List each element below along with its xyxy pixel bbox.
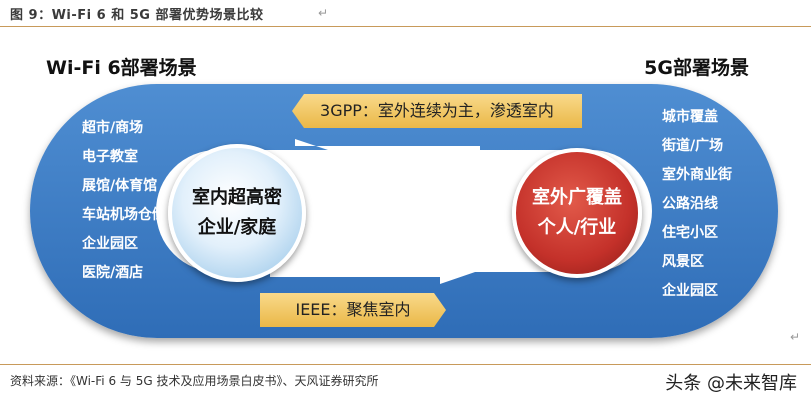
list-item: 街道/广场 (662, 138, 724, 154)
return-mark-icon: ↵ (790, 330, 801, 344)
5g-circle: 室外广覆盖 个人/行业 (512, 148, 642, 278)
caption-divider (0, 26, 811, 27)
list-item: 风景区 (662, 254, 704, 270)
list-item: 室外商业街 (662, 167, 732, 183)
source-note: 资料来源：《Wi-Fi 6 与 5G 技术及应用场景白皮书》、天风证券研究所 (10, 374, 379, 388)
source-divider (0, 364, 811, 365)
list-item: 城市覆盖 (662, 109, 718, 125)
list-item: 电子教室 (82, 149, 138, 165)
5g-header: 5G部署场景 (644, 57, 749, 79)
list-item: 企业园区 (82, 236, 138, 252)
wifi6-circle: 室内超高密 企业/家庭 (168, 144, 306, 282)
left-arrow-icon (295, 139, 480, 165)
5g-circle-line1: 室外广覆盖 (532, 187, 622, 208)
list-item: 展馆/体育馆 (82, 178, 158, 194)
list-item: 企业园区 (662, 283, 718, 299)
right-arrow-icon (270, 258, 478, 284)
3gpp-arrow-label: 3GPP：室外连续为主，渗透室内 (292, 94, 582, 128)
5g-circle-line2: 个人/行业 (537, 217, 617, 238)
wifi6-circle-line1: 室内超高密 (192, 187, 282, 208)
list-item: 医院/酒店 (82, 265, 144, 281)
watermark: 头条 @未来智库 (665, 373, 797, 394)
wifi6-header: Wi-Fi 6部署场景 (46, 57, 197, 79)
direction-arrows (270, 139, 480, 284)
figure-caption: 图 9：Wi-Fi 6 和 5G 部署优势场景比较 (10, 8, 264, 23)
wifi6-circle-line2: 企业/家庭 (197, 217, 277, 238)
scenario-track: 3GPP：室外连续为主，渗透室内 IEEE：聚焦室内 超市/商场 电子教室 展馆… (30, 84, 778, 338)
5g-scenario-list: 城市覆盖 街道/广场 室外商业街 公路沿线 住宅小区 风景区 企业园区 (662, 103, 732, 306)
return-mark-icon: ↵ (318, 6, 329, 20)
wifi6-scenario-list: 超市/商场 电子教室 展馆/体育馆 车站机场仓储 企业园区 医院/酒店 (82, 114, 166, 288)
list-item: 超市/商场 (82, 120, 144, 136)
ieee-arrow-label: IEEE：聚焦室内 (260, 293, 446, 327)
list-item: 住宅小区 (662, 225, 718, 241)
list-item: 车站机场仓储 (82, 207, 166, 223)
list-item: 公路沿线 (662, 196, 718, 212)
